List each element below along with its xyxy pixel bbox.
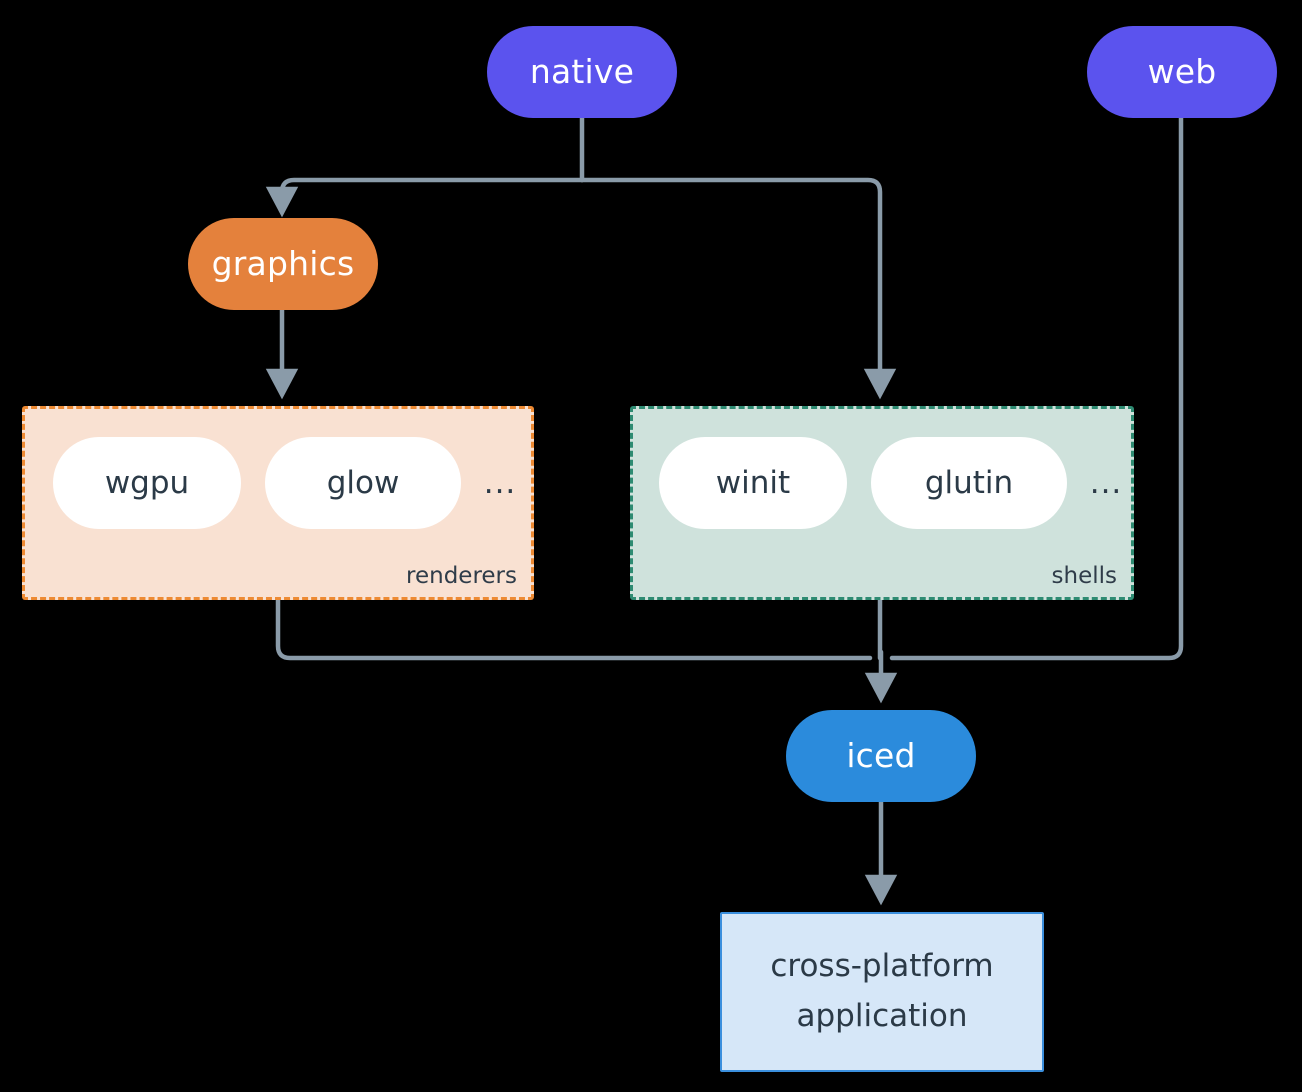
edge-native-shells xyxy=(579,177,897,400)
application-line-2: application xyxy=(796,998,968,1034)
node-native[interactable]: native xyxy=(487,26,677,118)
node-glow[interactable]: glow xyxy=(265,437,461,529)
cluster-renderers: wgpu glow ... renderers xyxy=(22,406,534,600)
node-wgpu[interactable]: wgpu xyxy=(53,437,241,529)
edge-renderers-iced xyxy=(275,597,873,661)
node-web[interactable]: web xyxy=(1087,26,1277,118)
cluster-label-renderers: renderers xyxy=(406,563,517,589)
node-winit[interactable]: winit xyxy=(659,437,847,529)
application-line-1: cross-platform xyxy=(770,948,994,985)
node-graphics[interactable]: graphics xyxy=(188,218,378,310)
cluster-shells: winit glutin ... shells xyxy=(630,406,1134,600)
shells-overflow-ellipsis: ... xyxy=(1089,465,1123,501)
node-glutin[interactable]: glutin xyxy=(871,437,1067,529)
cluster-label-shells: shells xyxy=(1051,563,1117,589)
node-cross-platform-application[interactable]: cross-platform application xyxy=(720,912,1044,1072)
edge-native-graphics xyxy=(265,177,585,218)
renderers-overflow-ellipsis: ... xyxy=(483,465,517,501)
node-iced[interactable]: iced xyxy=(786,710,976,802)
